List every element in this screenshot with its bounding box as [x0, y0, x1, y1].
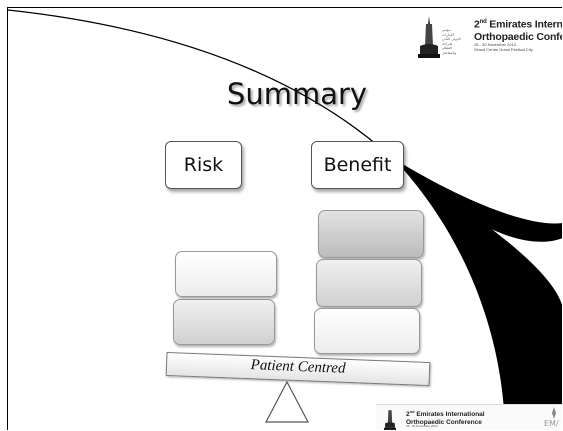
benefit-label: Benefit [311, 141, 404, 189]
footer-conference-title: 2nd Emirates International Orthopaedic C… [406, 408, 485, 426]
conference-line1: Emirates International [489, 18, 562, 31]
arabic-line: لجراحة العظام [442, 41, 453, 51]
risk-block [175, 251, 277, 297]
fulcrum-triangle [265, 380, 309, 423]
benefit-block [314, 308, 420, 354]
footer-dates: 28 - 30 November 2013 [406, 424, 438, 428]
benefit-block [316, 259, 422, 307]
footer-conference-line1: Emirates International [414, 411, 485, 419]
tower-icon [384, 410, 396, 430]
footer-logo-text: EM/ [544, 419, 559, 428]
emblem-icon [552, 407, 556, 419]
venue-line: Grand Centre Dubai Festival City [474, 47, 533, 52]
conference-dates: 28 - 30 November 2013 Grand Centre Dubai… [474, 42, 533, 52]
arabic-line: مؤتمر الإمارات [442, 28, 454, 37]
risk-label: Risk [165, 141, 242, 189]
swoosh-decoration [8, 9, 562, 430]
conference-ordinal: nd [479, 19, 487, 25]
conference-title: 2nd Emirates International Orthopaedic C… [474, 16, 562, 43]
conference-line2: Orthopaedic Conference [474, 30, 562, 43]
slide: مؤتمر الإمارات الدولي الثاني لجراحة العظ… [7, 7, 562, 430]
footer-conference-line2: Orthopaedic Conference [406, 418, 482, 426]
risk-block [173, 299, 275, 345]
footer-conference-ordinal: nd [409, 409, 415, 414]
footer-conference-number: 2 [406, 411, 410, 419]
arabic-line: الدولي الثاني [442, 37, 461, 41]
footer-banner: 2nd Emirates International Orthopaedic C… [376, 404, 562, 430]
slide-title: Summary [226, 77, 368, 111]
dates-line: 28 - 30 November 2013 [474, 42, 517, 47]
conference-logo: مؤتمر الإمارات الدولي الثاني لجراحة العظ… [418, 12, 562, 68]
arabic-line: والمفاصل [442, 50, 457, 55]
tower-icon [418, 16, 440, 58]
benefit-block [318, 210, 424, 258]
conference-number: 2 [474, 18, 480, 31]
arabic-conference-name: مؤتمر الإمارات الدولي الثاني لجراحة العظ… [442, 28, 462, 55]
